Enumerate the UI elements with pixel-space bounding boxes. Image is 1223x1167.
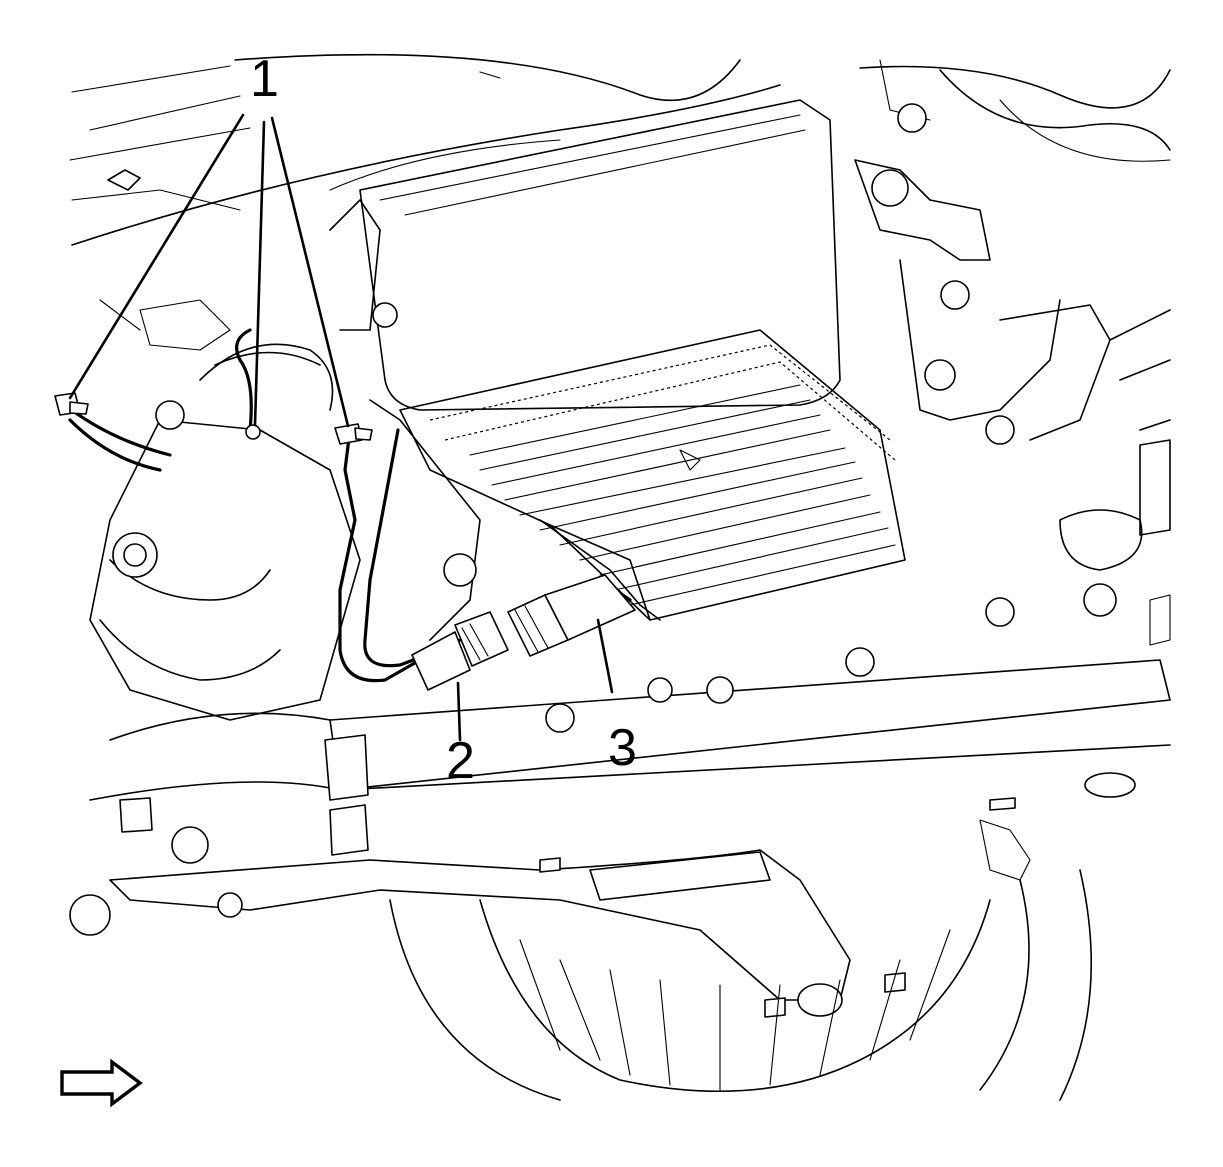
leader-lines xyxy=(68,113,614,742)
right-suspension xyxy=(854,103,1171,646)
leader-1-right xyxy=(270,116,350,428)
callout-2: 2 xyxy=(446,732,475,790)
connector-2 xyxy=(411,611,509,691)
engine-mount-area xyxy=(89,199,481,721)
leader-2 xyxy=(456,681,462,742)
leader-3 xyxy=(596,618,614,694)
harness-clip-center xyxy=(245,424,261,440)
callout-3: 3 xyxy=(608,719,637,777)
floor-opening xyxy=(359,99,841,411)
cross-member xyxy=(69,647,1171,1018)
connector-3 xyxy=(507,574,636,657)
leader-1-center xyxy=(253,120,266,427)
harness-clips xyxy=(54,392,373,445)
oil-cooler xyxy=(399,329,906,621)
callout-1: 1 xyxy=(250,50,279,108)
vehicle-underbody xyxy=(69,53,1171,246)
leader-1-left xyxy=(68,113,245,400)
front-direction-arrow-icon xyxy=(60,1058,143,1108)
wheel xyxy=(389,819,1093,1101)
